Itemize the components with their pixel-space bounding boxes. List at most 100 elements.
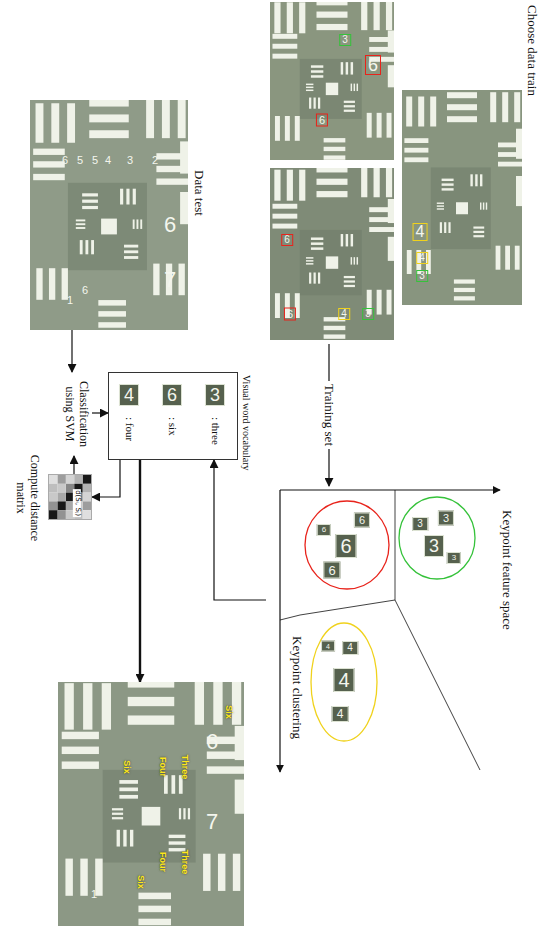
matrix-cell: [49, 510, 57, 519]
chart-center: [300, 59, 362, 119]
chart-bar: [82, 200, 98, 203]
axis-line: [279, 490, 280, 772]
digit-patch: 6: [335, 534, 356, 558]
chart-bar: [418, 97, 424, 127]
chart-bar: [169, 841, 186, 844]
text-label: Keypoint clustering: [289, 636, 304, 739]
chart-digit: 1: [91, 889, 97, 900]
chart-bar: [102, 683, 111, 730]
text-label: Visual word vocabulary: [241, 375, 253, 470]
chart-bar: [183, 808, 185, 819]
text-label: Classification using SVM: [62, 372, 90, 456]
digit-label: 3: [416, 270, 428, 282]
chart-bar: [98, 322, 126, 328]
chart-center: [68, 183, 147, 270]
digit-label: 6: [316, 114, 328, 127]
chart-bar: [324, 138, 346, 142]
chart-bar: [502, 92, 508, 122]
chart-bar: [440, 222, 442, 233]
matrix-cell: [83, 501, 91, 510]
chart-bar: [130, 830, 133, 847]
flow-arrow: [214, 460, 266, 600]
chart-bar: [470, 174, 472, 186]
chart-bar: [164, 775, 168, 794]
chart-bar: [274, 2, 280, 33]
class-label: Four: [158, 757, 167, 777]
chart-bar: [138, 893, 171, 900]
digit-patch: 3: [424, 535, 444, 557]
chart-bar: [306, 263, 313, 264]
cluster-ellipse: 4444: [310, 622, 378, 742]
vocabulary-box: Visual word vocabulary3: three6: six4: f…: [108, 372, 238, 460]
chart-bar: [274, 170, 280, 201]
chart-bar: [318, 273, 320, 284]
chart-digit: 3: [127, 155, 133, 166]
digit-patch: 3: [447, 552, 461, 564]
target-chart: [402, 90, 522, 305]
chart-bar: [213, 678, 222, 725]
chart-bar: [153, 264, 159, 296]
chart-bar: [324, 334, 346, 338]
cluster-circle: 6666: [304, 500, 390, 590]
chart-bar: [437, 203, 444, 204]
matrix-cell: [57, 493, 65, 502]
chart-bar: [516, 176, 522, 206]
chart-bar: [146, 99, 154, 138]
chart-bar: [180, 192, 188, 224]
chart-bar: [324, 147, 346, 151]
chart-bar: [272, 214, 297, 219]
illustration: [58, 682, 244, 926]
chart-bar: [447, 116, 477, 122]
chart-bar: [404, 138, 428, 143]
chart-bar: [89, 99, 129, 107]
chart-bar: [388, 237, 394, 261]
chart-bar: [351, 234, 353, 246]
chart-bar: [299, 2, 305, 33]
chart-bar: [377, 290, 382, 315]
chart-bar: [505, 246, 510, 270]
chart-digit: 1: [67, 295, 73, 306]
flow-arrow: [71, 330, 72, 372]
chart-bar: [306, 84, 313, 85]
chart-bar: [430, 97, 436, 127]
chart-bar: [51, 103, 59, 143]
target-chart: [270, 0, 394, 160]
chart-bar: [346, 234, 348, 246]
chart-bar: [138, 919, 171, 926]
chart-bar: [67, 103, 75, 143]
chart-bar: [123, 830, 126, 847]
chart-bar: [140, 219, 142, 228]
class-label: Six: [136, 875, 145, 889]
digit-patch: 6: [323, 562, 340, 579]
axis-line: [280, 489, 500, 490]
chart-bar: [386, 0, 392, 30]
chart-bar: [287, 2, 293, 33]
chart-bar: [188, 808, 190, 819]
illustration: [266, 0, 544, 344]
class-label: Six: [122, 760, 131, 774]
chart-bar: [112, 813, 123, 815]
matrix-cell: [57, 484, 65, 493]
chart-bar: [218, 854, 225, 891]
class-label: Six: [224, 705, 233, 719]
chart-bar: [326, 256, 338, 268]
chart-bar: [515, 246, 520, 270]
chart-bar: [480, 174, 482, 186]
chart-bar: [275, 293, 280, 318]
chart-bar: [314, 98, 316, 109]
chart-bar: [314, 273, 316, 284]
chart-bar: [235, 726, 244, 760]
digit-label: 6: [365, 55, 381, 75]
chart-bar: [324, 326, 346, 330]
chart-bar: [138, 906, 171, 913]
chart-bar: [377, 113, 382, 138]
chart-bar: [369, 227, 394, 232]
digit-label: 6: [284, 308, 296, 321]
flow-arrow: [139, 460, 141, 682]
target-chart: [58, 678, 244, 926]
digit-patch: 4: [342, 641, 358, 655]
chart-bar: [480, 203, 481, 210]
chart-digit: 4: [105, 155, 111, 166]
chart-bar: [437, 205, 444, 206]
chart-bar: [306, 257, 313, 258]
